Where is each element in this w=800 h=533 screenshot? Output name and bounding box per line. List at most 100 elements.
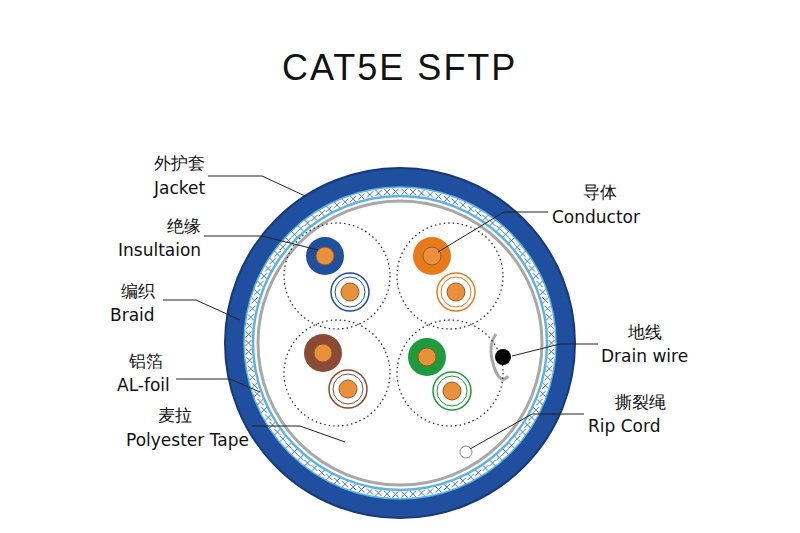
pair-green xyxy=(408,338,471,410)
braid-cross xyxy=(249,306,255,312)
braid-cross xyxy=(509,442,515,448)
braid-outer xyxy=(244,187,556,499)
braid-cross xyxy=(427,192,433,198)
braid-cross xyxy=(419,490,425,496)
rip-cord xyxy=(460,446,472,458)
braid-weave xyxy=(246,189,555,498)
drain-wire xyxy=(495,349,511,365)
braid-cross xyxy=(254,289,260,295)
braid-cross xyxy=(545,306,551,312)
braid-cross xyxy=(529,266,535,272)
braid-cross xyxy=(326,206,332,212)
braid-cross xyxy=(311,465,317,471)
braid-cross xyxy=(444,196,450,202)
braid-cross xyxy=(248,314,254,320)
braid-cross xyxy=(384,189,390,195)
braid-cross xyxy=(274,251,280,257)
diagram-title: CAT5E SFTP xyxy=(282,50,517,86)
braid-cross xyxy=(514,436,520,442)
braid-cross xyxy=(548,323,554,329)
braid-cross xyxy=(490,220,496,226)
braid-cross xyxy=(298,454,304,460)
braid-cross xyxy=(367,192,373,198)
part-name-zh: 外护套 xyxy=(154,155,205,172)
braid-cross xyxy=(246,331,252,337)
part-name-en: Conductor xyxy=(552,209,640,226)
braid-cross xyxy=(483,215,489,221)
braid-cross xyxy=(246,340,252,346)
braid-cross xyxy=(291,449,297,455)
braid-cross xyxy=(319,210,325,216)
braid-cross xyxy=(542,297,548,303)
part-name-en: AL-foil xyxy=(117,377,170,394)
braid-cross xyxy=(401,491,407,497)
braid-cross xyxy=(509,238,515,244)
part-name-zh: 撕裂绳 xyxy=(615,394,666,411)
braid-cross xyxy=(304,220,310,226)
part-name-zh: 导体 xyxy=(583,184,617,201)
braid-cross xyxy=(524,258,530,264)
braid-cross xyxy=(246,323,252,329)
braid-cross xyxy=(520,251,526,257)
braid-cross xyxy=(533,273,539,279)
braid-cross xyxy=(326,474,332,480)
braid-cross xyxy=(460,478,466,484)
part-name-zh: 地线 xyxy=(628,324,662,341)
braid-cross xyxy=(503,231,509,237)
braid-cross xyxy=(460,202,466,208)
pair-brown xyxy=(304,334,367,408)
braid-cross xyxy=(436,487,442,493)
braid-cross xyxy=(358,193,364,199)
part-name-zh: 麦拉 xyxy=(158,407,192,424)
braid-cross xyxy=(537,281,543,287)
braid-cross xyxy=(285,442,291,448)
braid-cross xyxy=(548,349,554,355)
braid-cross xyxy=(546,314,552,320)
braid-cross xyxy=(350,484,356,490)
braid-cross xyxy=(248,366,254,372)
braid-cross xyxy=(537,399,543,405)
part-name-zh: 编织 xyxy=(121,283,155,300)
braid-cross xyxy=(452,199,458,205)
braid-cross xyxy=(410,491,416,497)
part-name-en: Jacket xyxy=(154,180,205,197)
pair-blue xyxy=(306,237,369,311)
braid-cross xyxy=(545,374,551,380)
braid-cross xyxy=(257,281,263,287)
braid-cross xyxy=(261,407,267,413)
braid-cross xyxy=(542,383,548,389)
braid-cross xyxy=(249,374,255,380)
part-name-en: Insultaion xyxy=(118,242,201,259)
leader-lines xyxy=(163,176,598,449)
braid-cross xyxy=(265,414,271,420)
braid-cross xyxy=(311,215,317,221)
braid-cross xyxy=(375,490,381,496)
braid-cross xyxy=(427,488,433,494)
part-name-en: Drain wire xyxy=(601,348,688,365)
part-name-en: Polyester Tape xyxy=(126,432,249,449)
braid-cross xyxy=(410,189,416,195)
braid-cross xyxy=(496,226,502,232)
braid-cross xyxy=(375,190,381,196)
braid-cross xyxy=(304,460,310,466)
braid-cross xyxy=(252,383,258,389)
part-name-zh: 绝缘 xyxy=(167,218,201,235)
braid-cross xyxy=(367,488,373,494)
part-name-en: Rip Cord xyxy=(588,418,660,435)
braid-cross xyxy=(342,199,348,205)
braid-cross xyxy=(291,231,297,237)
braid-cross xyxy=(520,429,526,435)
al-foil xyxy=(253,196,547,490)
braid-cross xyxy=(490,460,496,466)
braid-cross xyxy=(540,289,546,295)
braid-cross xyxy=(280,436,286,442)
braid-cross xyxy=(342,481,348,487)
braid-cross xyxy=(475,210,481,216)
part-name-en: Braid xyxy=(110,307,155,324)
braid-cross xyxy=(280,244,286,250)
braid-cross xyxy=(419,190,425,196)
braid-cross xyxy=(496,454,502,460)
braid-cross xyxy=(246,357,252,363)
braid-cross xyxy=(436,193,442,199)
braid-cross xyxy=(350,196,356,202)
